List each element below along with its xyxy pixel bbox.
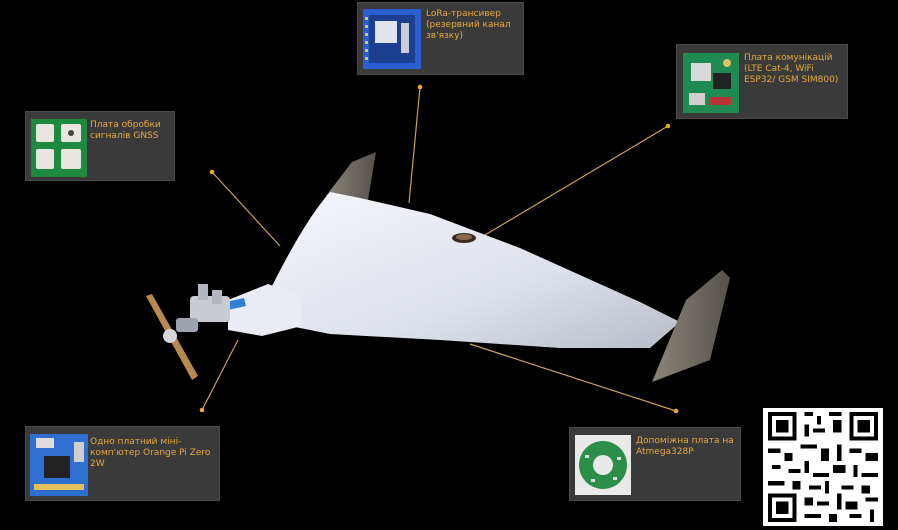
atmega-label: Допоміжна плата на Atmega328P bbox=[636, 436, 734, 457]
leader-dot-atmega bbox=[673, 408, 679, 414]
accent-stripe bbox=[226, 298, 246, 310]
leader-line-lora bbox=[408, 86, 421, 204]
comms-board-image bbox=[683, 53, 739, 113]
leader-line-orangepi bbox=[201, 339, 239, 411]
callout-atmega: Допоміжна плата на Atmega328P bbox=[569, 427, 741, 501]
leader-dot-lora bbox=[417, 84, 423, 90]
leader-line-comms bbox=[479, 125, 669, 239]
leader-line-gnss bbox=[211, 171, 281, 247]
callout-lora: LoRa-трансивер (резервний канал зв'язку) bbox=[357, 2, 524, 75]
orangepi-board-image bbox=[30, 434, 88, 496]
leader-dot-gnss bbox=[209, 169, 215, 175]
callout-gnss: Плата обробки сигналів GNSS bbox=[25, 111, 175, 181]
gnss-board-image bbox=[31, 119, 87, 177]
leader-line-atmega bbox=[469, 343, 677, 412]
drone-fuselage bbox=[228, 284, 302, 336]
motor-mount bbox=[190, 296, 230, 322]
motor-bracket-2 bbox=[212, 290, 222, 304]
antenna-hatch-inner bbox=[456, 234, 472, 240]
left-fin bbox=[326, 152, 376, 200]
gnss-label: Плата обробки сигналів GNSS bbox=[90, 120, 161, 141]
drone-wing bbox=[270, 192, 680, 348]
atmega-board-image bbox=[575, 435, 631, 495]
orangepi-label: Одно платний міні-комп'ютер Orange Pi Ze… bbox=[90, 437, 211, 469]
callout-orangepi: Одно платний міні-комп'ютер Orange Pi Ze… bbox=[25, 426, 220, 501]
spinner bbox=[163, 329, 177, 343]
qr-code-icon[interactable] bbox=[763, 408, 883, 526]
right-fin bbox=[652, 270, 730, 382]
leader-dot-orangepi bbox=[199, 407, 205, 413]
motor-hub bbox=[176, 318, 198, 332]
callout-comms: Плата комунікацій (LTE Cat-4, WiFi ESP32… bbox=[676, 44, 848, 119]
motor-bracket bbox=[198, 284, 208, 300]
lora-label: LoRa-трансивер (резервний канал зв'язку) bbox=[426, 9, 511, 41]
leader-dot-comms bbox=[665, 123, 671, 129]
lora-board-image bbox=[363, 9, 421, 69]
comms-label: Плата комунікацій (LTE Cat-4, WiFi ESP32… bbox=[744, 53, 839, 85]
